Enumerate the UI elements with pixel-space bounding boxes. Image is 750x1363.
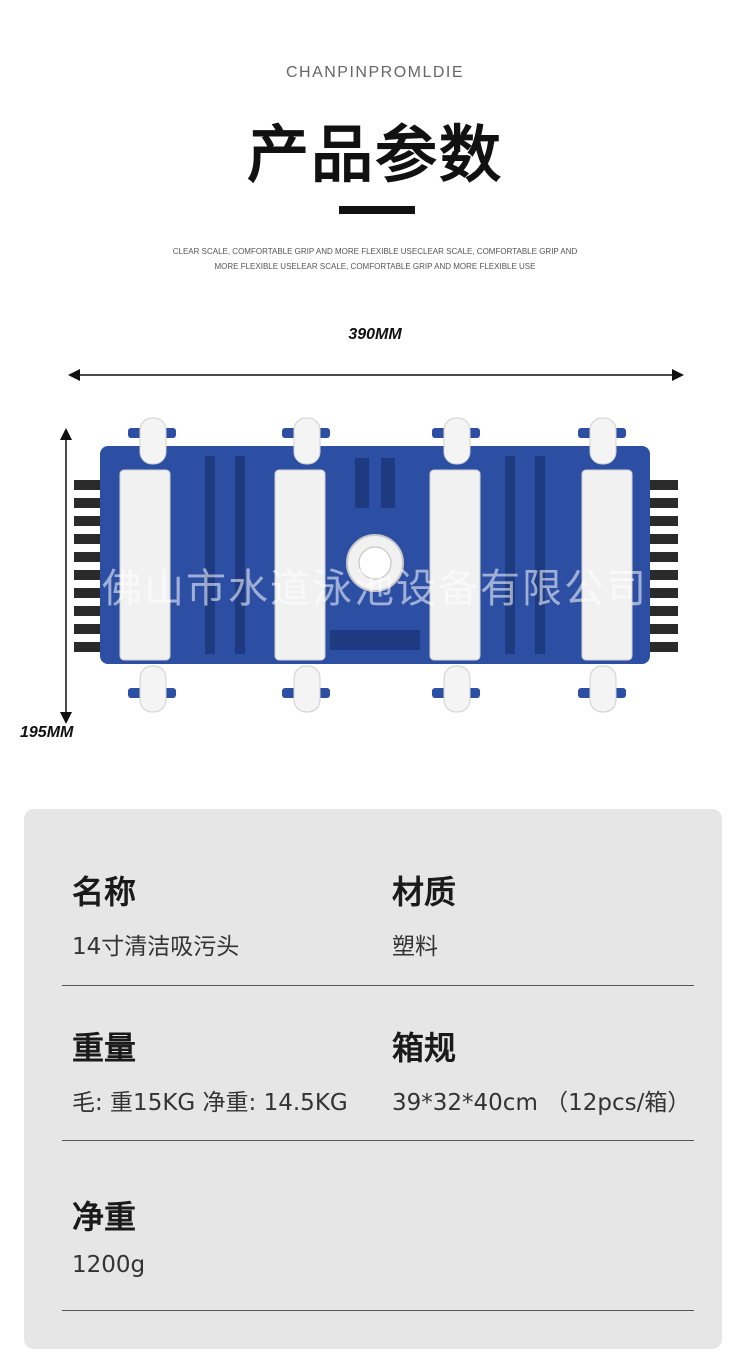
wheel-straps xyxy=(119,469,633,661)
spec-value: 塑料 xyxy=(392,934,438,960)
right-bristles xyxy=(644,480,678,652)
spec-value: 39*32*40cm （12pcs/箱） xyxy=(392,1090,691,1116)
left-bristles xyxy=(74,480,108,652)
spec-label: 重量 xyxy=(72,1029,137,1067)
title-underline xyxy=(339,206,415,214)
spec-label: 材质 xyxy=(392,873,457,911)
divider xyxy=(62,1310,694,1311)
spec-item-carton: 箱规 39*32*40cm （12pcs/箱） xyxy=(392,1023,690,1117)
width-dimension-label: 390MM xyxy=(348,326,402,343)
spec-card: 名称 14寸清洁吸污头 材质 塑料 重量 毛: 重15KG 净重: 14.5KG… xyxy=(24,809,722,1349)
watermark-text: 佛山市水道泳池设备有限公司 xyxy=(102,566,648,612)
spec-value: 毛: 重15KG 净重: 14.5KG xyxy=(72,1090,348,1116)
spec-item-net-weight: 净重 1200g xyxy=(72,1192,145,1278)
divider xyxy=(62,1140,694,1141)
spec-item-name: 名称 14寸清洁吸污头 xyxy=(72,867,239,961)
eyebrow-text: CHANPINPROMLDIE xyxy=(285,64,465,81)
spec-item-weight: 重量 毛: 重15KG 净重: 14.5KG xyxy=(72,1023,348,1117)
product-image xyxy=(60,369,684,724)
divider xyxy=(62,985,694,986)
spec-item-material: 材质 塑料 xyxy=(392,867,456,961)
spec-label: 箱规 xyxy=(392,1029,457,1067)
spec-label: 名称 xyxy=(72,873,137,911)
height-dimension-label: 195MM xyxy=(20,724,74,741)
top-wheels xyxy=(128,417,626,465)
spec-label: 净重 xyxy=(72,1198,137,1236)
spec-value: 1200g xyxy=(72,1252,146,1278)
spec-value: 14寸清洁吸污头 xyxy=(72,934,240,960)
bottom-wheels xyxy=(128,665,626,713)
page-title: 产品参数 xyxy=(246,118,503,191)
tagline-text: CLEAR SCALE, COMFORTABLE GRIP AND MORE F… xyxy=(172,247,578,271)
